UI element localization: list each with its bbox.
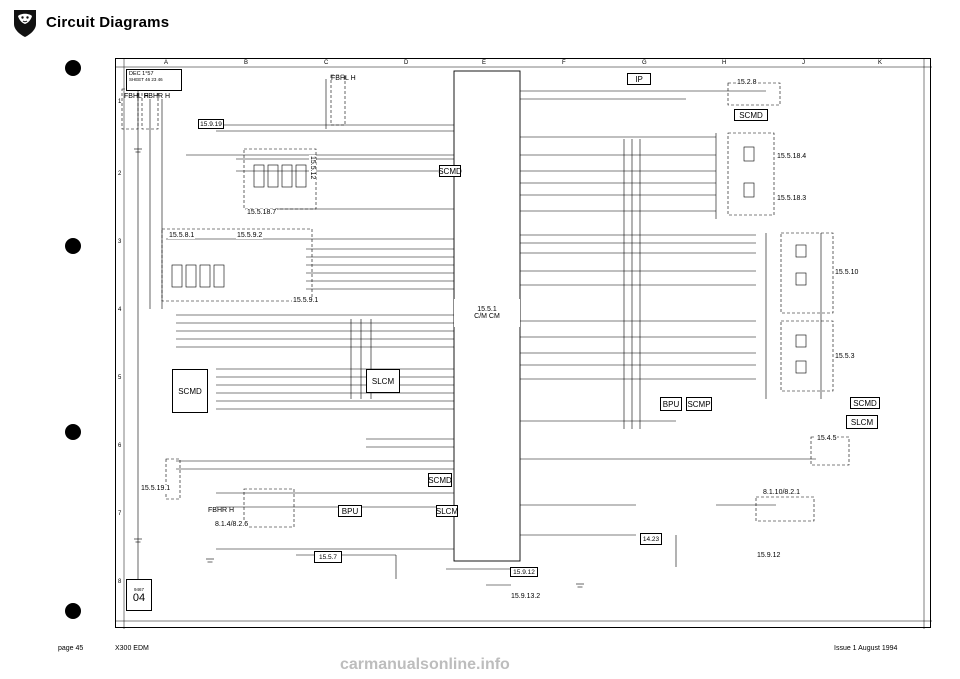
watermark-text: carmanualsonline.info — [340, 656, 510, 673]
bpu-module: BPU — [660, 397, 682, 411]
grid-col-label: J — [802, 60, 805, 66]
grid-row-label: 6 — [118, 443, 122, 449]
ref-14-23: 14.23 — [640, 533, 662, 545]
ref-15-5-3: 15.5.3 — [834, 353, 856, 360]
ref-15-5-8-1: 15.5.8.1 — [168, 232, 196, 239]
grid-row-label: 7 — [118, 511, 122, 517]
ref-8-1-4-8-2-6: 8.1.4/8.2.6 — [214, 521, 250, 528]
fbhr-h-mid-label: FBHR H — [208, 507, 235, 514]
ip-module: IP — [627, 73, 651, 85]
revision-date: DEC 1°57 — [129, 71, 154, 77]
sheet-code-box: 9467 04 — [126, 579, 152, 611]
ref-15-4-5: 15.4.5 — [816, 435, 838, 442]
ref-15-5-9-2: 15.5.9.2 — [236, 232, 264, 239]
jaguar-shield-icon — [14, 10, 36, 37]
ref-15-5-9-1: 15.5.9.1 — [292, 297, 320, 304]
ref-15-5-10: 15.5.10 — [834, 269, 860, 276]
scmp-module: SCMP — [686, 397, 712, 411]
slcm-module: SLCM — [846, 415, 878, 429]
ref-15-9-12: 15.9.12 — [510, 567, 538, 577]
sheet-code-number: 04 — [132, 591, 146, 604]
grid-row-label: 2 — [118, 171, 122, 177]
ref-15-5-18-4: 15.5.18.4 — [776, 153, 808, 160]
fbhl-h-top-label: FBHL H — [331, 75, 356, 82]
grid-col-label: E — [482, 60, 487, 66]
ref-15-9-13-2: 15.9.13.2 — [510, 593, 542, 600]
fbhr-h-label: FBHR H — [144, 93, 171, 100]
binder-hole — [65, 424, 81, 440]
revision-box: DEC 1°57 SHEET 46 23 46 — [126, 69, 182, 91]
ref-15-2-8: 15.2.8 — [736, 79, 758, 86]
grid-col-label: G — [642, 60, 647, 66]
grid-row-label: 3 — [118, 239, 122, 245]
sheet-ref: SHEET 46 23 46 — [129, 77, 163, 82]
ref-15-5-12: 15.5.12 — [309, 155, 316, 181]
scmd-module: SCMD — [850, 397, 880, 409]
fbhl-h-label: FBHL H — [124, 93, 149, 100]
ref-15-5-18-7: 15.5.18.7 — [246, 209, 278, 216]
ref-15-5-19-1: 15.5.19.1 — [140, 485, 172, 492]
grid-col-label: K — [878, 60, 883, 66]
page-number: page 45 — [58, 645, 84, 652]
binder-hole — [65, 603, 81, 619]
grid-col-label: A — [164, 60, 169, 66]
ref-15-9-19: 15.9.19 — [198, 119, 224, 129]
ref-15-5-18-3: 15.5.18.3 — [776, 195, 808, 202]
slcm-module: SLCM — [366, 369, 400, 393]
cm-module-label: 15.5.1 C/M CM — [454, 299, 520, 327]
grid-col-label: C — [324, 60, 329, 66]
schematic-wiring — [116, 59, 932, 629]
scmd-module: SCMD — [734, 109, 768, 121]
circuit-diagram-sheet: A B C D E F G H J K 1 2 3 4 5 6 7 8 DEC … — [115, 58, 932, 629]
grid-row-label: 1 — [118, 99, 122, 105]
grid-col-label: B — [244, 60, 249, 66]
grid-col-label: D — [404, 60, 409, 66]
scmd-module: SCMD — [438, 165, 462, 177]
scmd-module: SCMD — [172, 369, 208, 413]
grid-col-label: F — [562, 60, 566, 66]
page-title: Circuit Diagrams — [46, 14, 170, 31]
scmd-module: SCMD — [428, 473, 452, 487]
binder-hole — [65, 60, 81, 76]
bpu-module: BPU — [338, 505, 362, 517]
grid-col-label: H — [722, 60, 727, 66]
sheet-code-label: 9467 — [133, 586, 144, 592]
grid-row-label: 4 — [118, 307, 122, 313]
slcm-module: SLCM — [435, 505, 459, 517]
ref-8-1-10-8-2-1: 8.1.10/8.2.1 — [762, 489, 801, 496]
issue-date: Issue 1 August 1994 — [834, 645, 898, 652]
manual-name: X300 EDM — [115, 645, 149, 652]
grid-row-label: 8 — [118, 579, 122, 585]
grid-row-label: 5 — [118, 375, 122, 381]
page-header: Circuit Diagrams — [0, 0, 960, 46]
ref-15-5-7: 15.5.7 — [314, 551, 342, 563]
ref-15-9-12-right: 15.9.12 — [756, 552, 782, 559]
binder-hole — [65, 238, 81, 254]
